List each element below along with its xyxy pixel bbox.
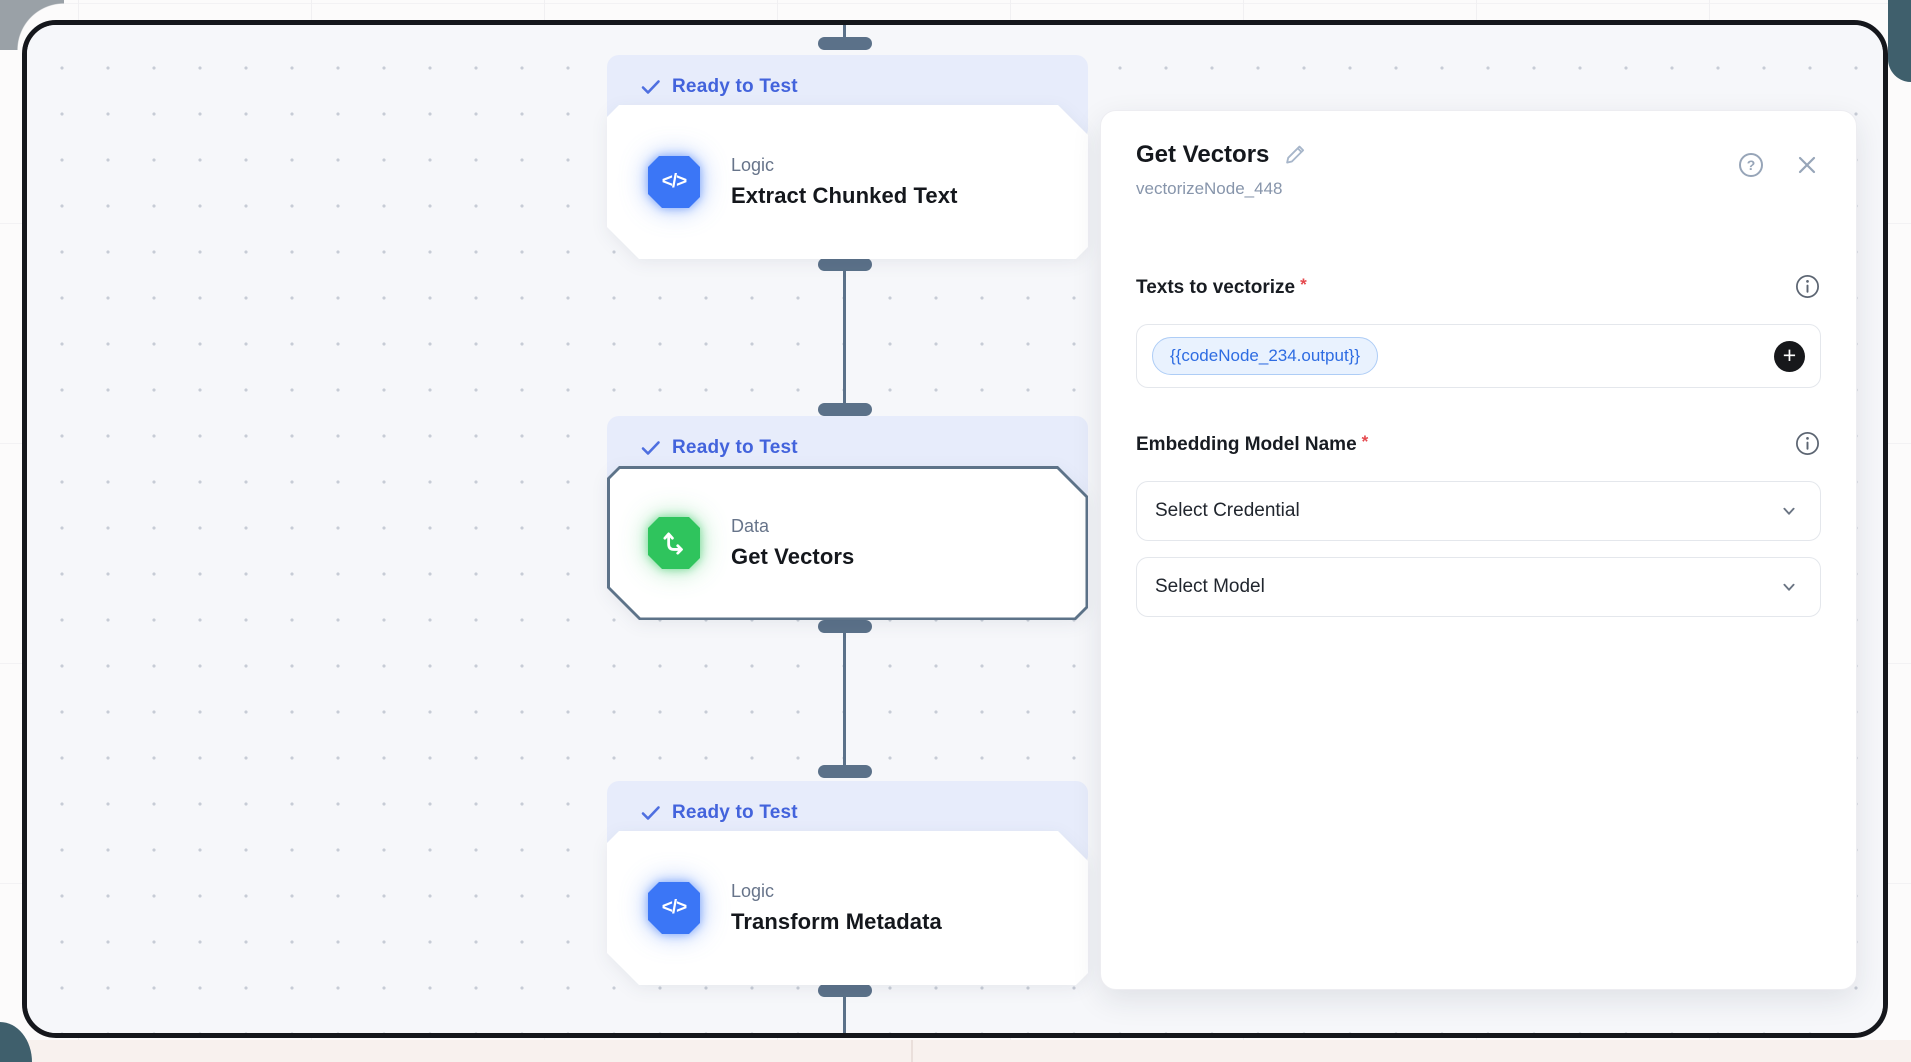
vector-icon	[648, 517, 700, 569]
model-select[interactable]: Select Model	[1136, 557, 1821, 617]
embedding-model-name-label: Embedding Model Name	[1136, 433, 1357, 455]
node-card[interactable]: </> Logic Extract Chunked Text	[607, 105, 1088, 259]
node-category: Logic	[731, 881, 775, 901]
target-handle[interactable]	[818, 403, 872, 416]
node-card-selected[interactable]: Data Get Vectors	[607, 466, 1088, 620]
texts-to-vectorize-label: Texts to vectorize	[1136, 276, 1296, 298]
node-config-panel: Get Vectors vectorizeNode_448 ?	[1100, 110, 1857, 990]
workflow-node-extract-chunked-text[interactable]: Ready to Test </> Logic Extract Chunked …	[607, 55, 1088, 259]
edit-pencil-icon[interactable]	[1283, 142, 1309, 168]
edge-line	[843, 270, 846, 404]
help-icon[interactable]: ?	[1737, 151, 1765, 179]
texts-to-vectorize-input[interactable]: {{codeNode_234.output}} +	[1136, 324, 1821, 388]
required-asterisk: *	[1300, 274, 1307, 294]
panel-node-id: vectorizeNode_448	[1136, 179, 1283, 198]
edge-line	[843, 996, 846, 1033]
code-icon: </>	[648, 882, 700, 934]
check-icon	[641, 440, 660, 455]
node-title: Transform Metadata	[731, 909, 942, 934]
node-status-label: Ready to Test	[672, 75, 798, 97]
workflow-node-get-vectors[interactable]: Ready to Test	[607, 416, 1088, 620]
target-handle[interactable]	[818, 37, 872, 50]
node-status-label: Ready to Test	[672, 801, 798, 823]
page-corner-decoration	[1888, 0, 1911, 82]
chevron-down-icon	[1783, 507, 1795, 515]
source-handle[interactable]	[818, 258, 872, 271]
code-icon: </>	[648, 156, 700, 208]
source-handle[interactable]	[818, 620, 872, 633]
node-status-label: Ready to Test	[672, 436, 798, 458]
variable-chip[interactable]: {{codeNode_234.output}}	[1152, 337, 1379, 375]
chevron-down-icon	[1783, 583, 1795, 591]
credential-select-value: Select Credential	[1155, 500, 1300, 521]
check-icon	[641, 79, 660, 94]
workflow-canvas[interactable]: Ready to Test </> Logic Extract Chunked …	[27, 25, 1883, 1033]
edge-line	[843, 25, 846, 38]
info-icon[interactable]	[1794, 430, 1821, 457]
panel-title: Get Vectors	[1136, 141, 1270, 168]
credential-select[interactable]: Select Credential	[1136, 481, 1821, 541]
page-bottom-strip	[0, 1040, 1911, 1062]
info-icon[interactable]	[1794, 273, 1821, 300]
required-asterisk: *	[1361, 431, 1369, 451]
source-handle[interactable]	[818, 984, 872, 997]
node-title: Get Vectors	[731, 544, 855, 569]
node-card[interactable]: </> Logic Transform Metadata	[607, 831, 1088, 985]
page-grid-line	[911, 1040, 913, 1062]
node-category: Data	[731, 516, 770, 536]
check-icon	[641, 805, 660, 820]
model-select-value: Select Model	[1155, 576, 1265, 597]
svg-text:?: ?	[1747, 157, 1756, 173]
app-frame: Ready to Test </> Logic Extract Chunked …	[22, 20, 1888, 1038]
target-handle[interactable]	[818, 765, 872, 778]
close-icon[interactable]	[1793, 151, 1821, 179]
edge-line	[843, 632, 846, 766]
add-value-button[interactable]: +	[1774, 340, 1805, 372]
node-category: Logic	[731, 155, 775, 175]
workflow-node-transform-metadata[interactable]: Ready to Test </> Logic Transform Metada…	[607, 781, 1088, 985]
node-title: Extract Chunked Text	[731, 183, 958, 208]
